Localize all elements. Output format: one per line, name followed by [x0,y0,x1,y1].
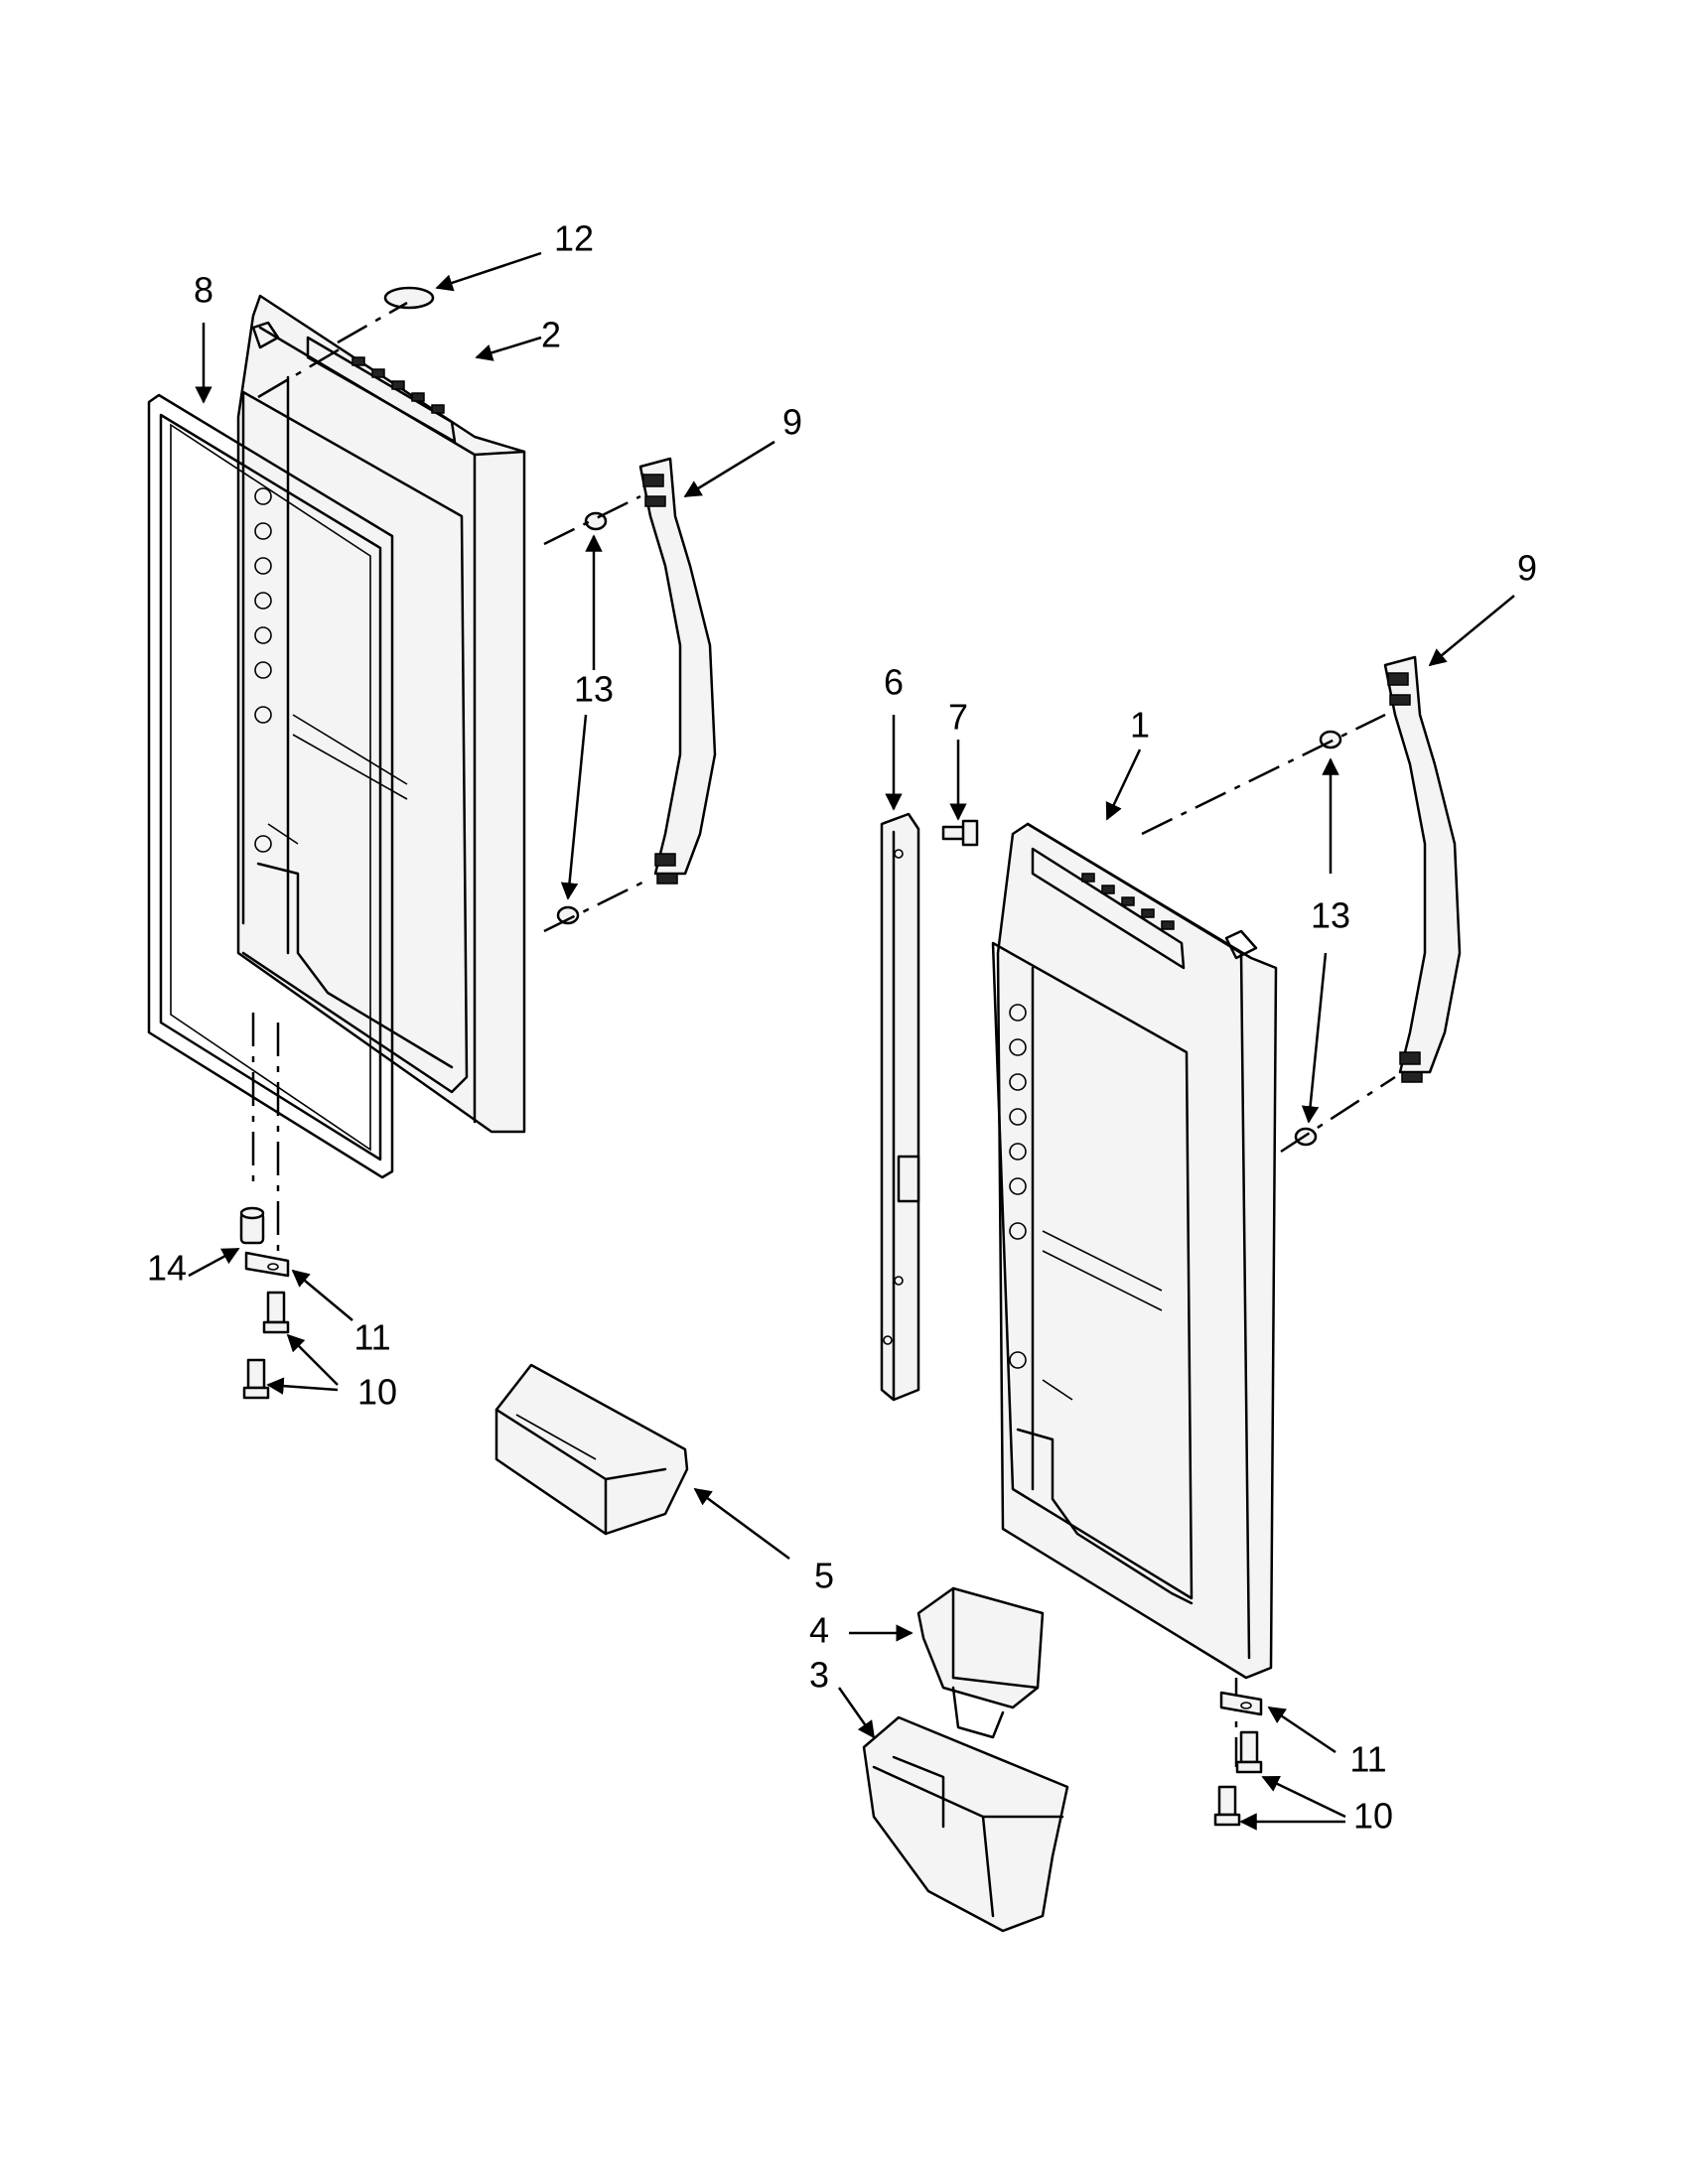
callout-8: 8 [194,270,213,311]
callout-13-right: 13 [1311,895,1350,936]
left-handle-axis-upper [543,494,641,546]
left-top-hinge-axis [337,301,408,344]
mullion-screw-part-7 [941,819,979,847]
right-door-part-1 [991,822,1278,1680]
right-handle-axis-lower [1280,1075,1396,1154]
callout-2: 2 [541,315,561,355]
callout-11-left: 11 [353,1317,390,1358]
callout-6: 6 [884,662,904,703]
callout-14: 14 [147,1248,187,1289]
right-hinge-screw-upper-part-10 [1235,1730,1263,1774]
left-hinge-pin-part-14 [239,1206,265,1245]
callout-11-right: 11 [1349,1739,1386,1780]
left-gasket-axis [257,345,344,399]
left-hinge-screw-lower-part-10 [242,1358,270,1400]
ice-bucket-part-3 [862,1715,1069,1933]
left-handle-part-9 [638,457,717,885]
center-mullion-part-6 [880,812,920,1402]
right-hinge-screw-lower-part-10 [1213,1785,1241,1827]
ice-chute-part-4 [916,1586,1045,1739]
left-hinge-washer-part-11 [244,1251,290,1278]
callout-5: 5 [814,1556,834,1596]
callout-12: 12 [554,218,594,259]
right-door-top-vents [1081,873,1175,930]
left-hinge-screw-upper-part-10 [262,1291,290,1334]
callout-3: 3 [809,1655,829,1696]
callout-9-right: 9 [1517,548,1537,589]
left-door-shelf-pegs [254,487,272,853]
callout-13-left: 13 [574,669,614,710]
left-hinge-bracket-part-12 [383,286,435,310]
door-bin-part-5 [494,1363,689,1536]
left-door-top-vents [352,356,445,414]
right-handle-part-9 [1383,655,1462,1083]
callout-10-right: 10 [1353,1796,1393,1837]
left-handle-axis-lower [543,877,651,933]
callout-1: 1 [1130,705,1150,746]
left-handle-screw-lower [556,905,580,925]
right-hinge-washer-part-11 [1219,1691,1263,1716]
left-door-gasket-part-8 [147,393,394,1179]
right-handle-axis-upper [1141,713,1386,836]
callout-4: 4 [809,1610,829,1651]
callout-10-left: 10 [357,1372,397,1413]
callout-9-left: 9 [782,402,802,443]
callout-7: 7 [948,697,968,738]
right-door-shelf-pegs [1009,1004,1027,1369]
leader-arrows [188,251,1515,1831]
